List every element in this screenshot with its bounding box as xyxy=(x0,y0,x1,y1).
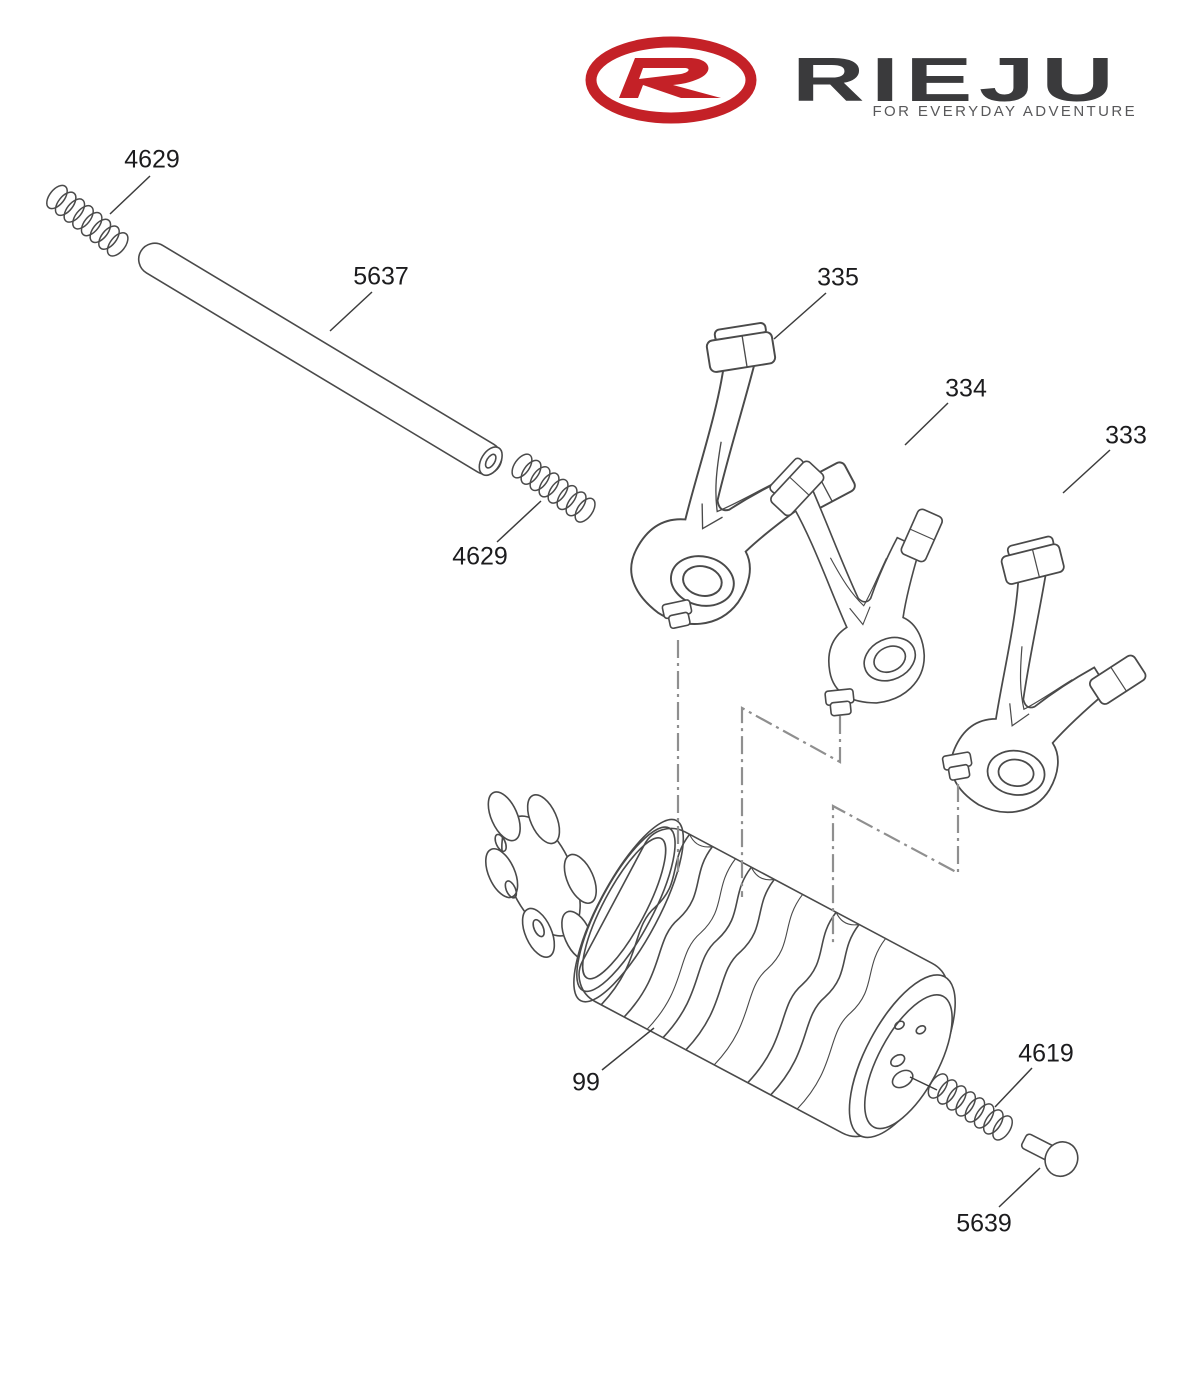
part-label-4629-top: 4629 xyxy=(124,145,180,174)
spring-4629-top xyxy=(42,180,133,261)
part-label-335: 335 xyxy=(817,263,859,292)
brand-tagline: FOR EVERYDAY ADVENTURE xyxy=(872,103,1137,120)
shift-fork-333 xyxy=(902,515,1186,848)
shift-drum-99 xyxy=(459,769,956,1139)
brand-logo: RIEJU FOR EVERYDAY ADVENTURE xyxy=(0,0,1200,140)
shift-rod-5637 xyxy=(137,242,503,477)
part-label-5637: 5637 xyxy=(353,262,409,291)
part-label-99: 99 xyxy=(572,1068,600,1097)
spring-4619 xyxy=(923,1069,1017,1145)
spring-4629-mid xyxy=(507,449,600,527)
assembly-centerlines xyxy=(676,640,960,943)
leader-lines xyxy=(109,175,1111,1208)
part-label-4619: 4619 xyxy=(1018,1039,1074,1068)
part-label-5639: 5639 xyxy=(956,1209,1012,1238)
brand-wordmark: RIEJU xyxy=(792,46,1121,115)
shift-fork-334 xyxy=(756,430,975,718)
drum-bearing-ring xyxy=(573,818,685,1003)
part-label-334: 334 xyxy=(945,374,987,403)
drum-end-face xyxy=(848,974,956,1139)
fork-pin-334 xyxy=(824,687,857,718)
part-label-333: 333 xyxy=(1105,421,1147,450)
rieju-emblem-icon xyxy=(585,36,757,124)
pin-5639 xyxy=(1020,1133,1079,1178)
part-label-4629-mid: 4629 xyxy=(452,542,508,571)
drum-cam-grooves xyxy=(600,833,887,1110)
fork-pin-333 xyxy=(941,750,975,783)
